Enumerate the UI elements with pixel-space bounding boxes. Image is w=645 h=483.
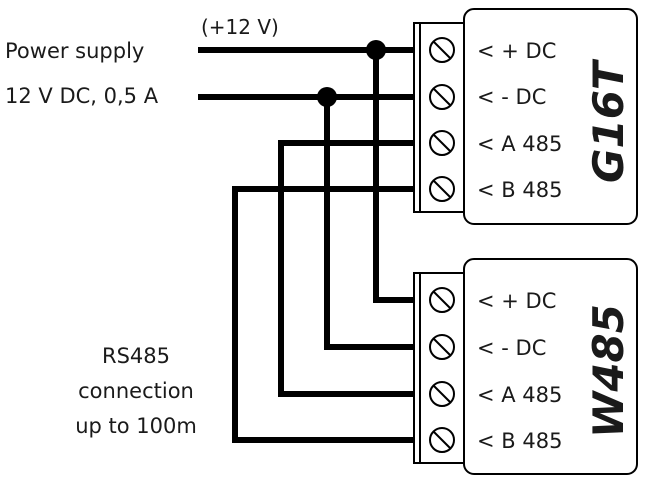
screw-slot <box>432 290 452 310</box>
screw-terminal-icon <box>429 84 455 110</box>
module-w485-name: W485 <box>584 304 633 438</box>
screw-terminal-icon <box>429 427 455 453</box>
junction-dot-plus-dc <box>366 40 386 60</box>
screw-slot <box>432 337 452 357</box>
screw-slot <box>432 430 452 450</box>
screw-terminal-icon <box>429 287 455 313</box>
power-supply-label-line2: 12 V DC, 0,5 A <box>5 84 159 108</box>
terminal-label-w485-minus-dc: < - DC <box>477 336 546 360</box>
screw-terminal-icon <box>429 381 455 407</box>
terminal-screws-w485 <box>429 287 455 453</box>
screw-terminal-icon <box>429 176 455 202</box>
terminal-label-g16t-minus-dc: < - DC <box>477 85 546 109</box>
rs485-note-line3: up to 100m <box>75 414 197 438</box>
screw-slot <box>432 384 452 404</box>
terminal-label-g16t-a485: < A 485 <box>477 132 562 156</box>
screw-slot <box>432 179 452 199</box>
terminal-label-w485-plus-dc: < + DC <box>477 289 556 313</box>
screw-slot <box>432 87 452 107</box>
module-g16t-name: G16T <box>584 58 633 183</box>
terminal-label-g16t-plus-dc: < + DC <box>477 39 556 63</box>
rs485-note-line2: connection <box>78 379 194 403</box>
screw-slot <box>432 133 452 153</box>
rs485-note-line1: RS485 <box>102 344 170 368</box>
terminal-label-g16t-b485: < B 485 <box>477 178 562 202</box>
terminal-label-w485-b485: < B 485 <box>477 429 562 453</box>
screw-terminal-icon <box>429 130 455 156</box>
module-g16t: < + DC < - DC < A 485 < B 485 G16T <box>413 8 638 225</box>
terminal-label-w485-a485: < A 485 <box>477 383 562 407</box>
voltage-tag: (+12 V) <box>201 15 279 39</box>
module-w485: < + DC < - DC < A 485 < B 485 W485 <box>413 258 638 475</box>
screw-slot <box>432 40 452 60</box>
terminal-screws-g16t <box>429 37 455 202</box>
screw-terminal-icon <box>429 37 455 63</box>
wires <box>198 40 416 443</box>
power-supply-label-line1: Power supply <box>5 39 144 63</box>
wire-minus-dc-bus <box>324 97 416 350</box>
screw-terminal-icon <box>429 334 455 360</box>
wire-b485 <box>232 186 416 443</box>
wire-plus-dc-bus <box>373 50 416 303</box>
wire-a485 <box>278 140 416 397</box>
junction-dot-minus-dc <box>317 87 337 107</box>
